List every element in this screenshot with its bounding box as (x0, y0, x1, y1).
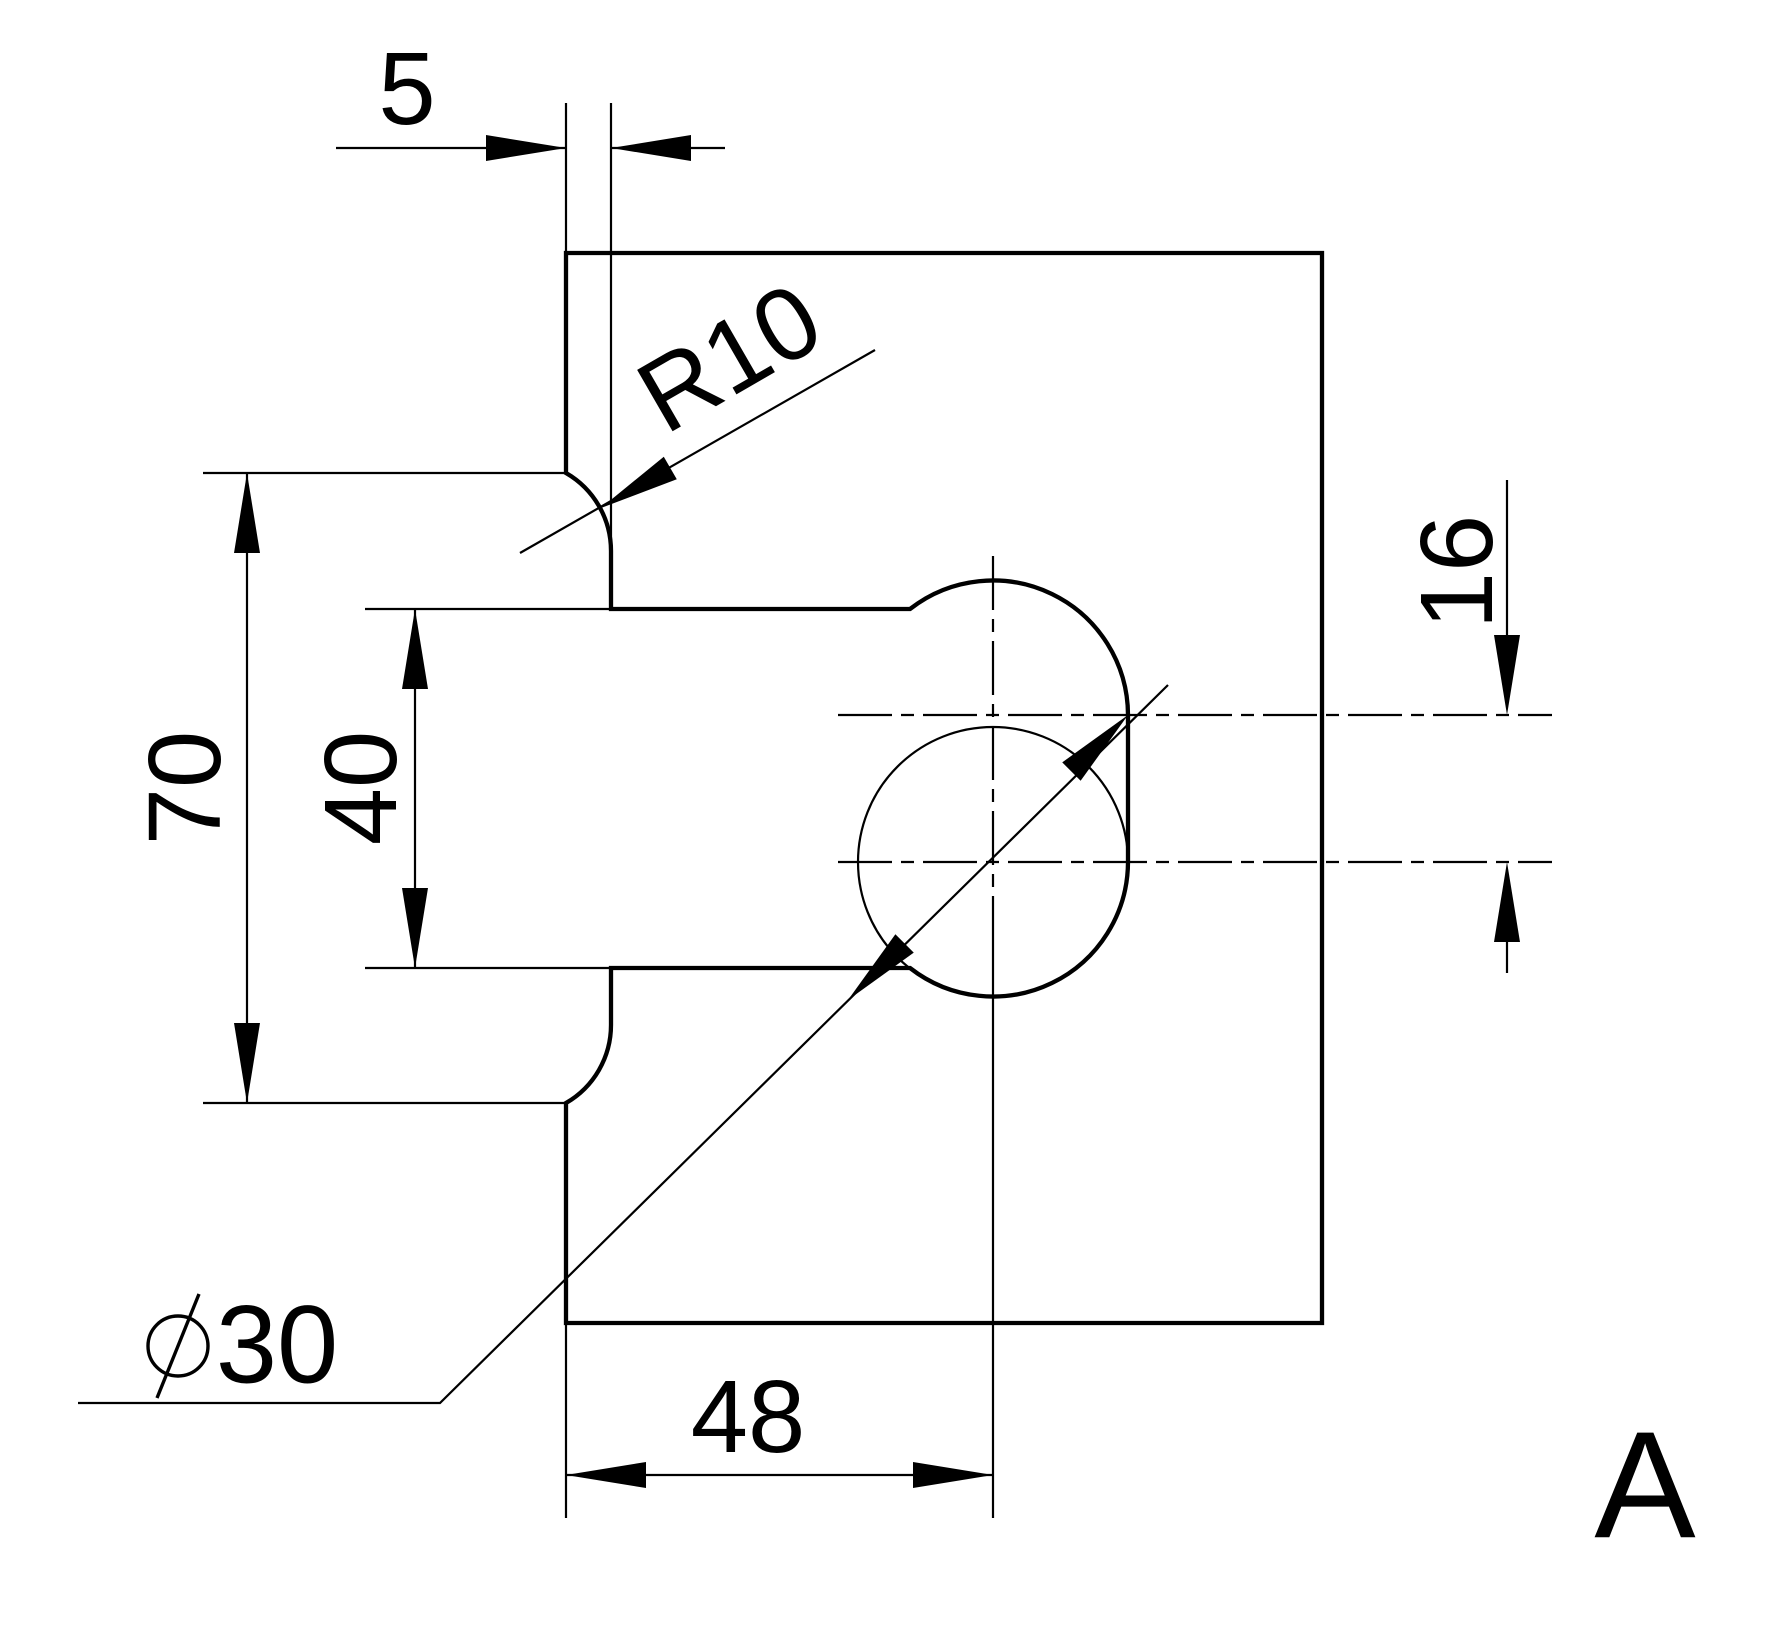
arrowhead-icon (1494, 862, 1520, 942)
dimension-label-r10: R10 (619, 260, 840, 454)
dimension-5: 5 (336, 31, 725, 551)
view-label: A (1594, 1400, 1696, 1570)
arrowhead-icon (234, 1023, 260, 1103)
dimension-48: 48 (564, 1323, 993, 1518)
arrowhead-icon (402, 888, 428, 968)
dimension-label-16: 16 (1399, 515, 1514, 630)
dimension-label-5: 5 (378, 31, 435, 146)
dimension-40: 40 (303, 607, 611, 970)
arrowhead-icon (402, 609, 428, 689)
arrowhead-icon (234, 473, 260, 553)
arrowhead-icon (611, 135, 691, 161)
arrowhead-icon (838, 934, 914, 1010)
dimension-70: 70 (127, 471, 566, 1105)
dimension-dia30: 30 (78, 684, 1169, 1407)
leader-line (519, 349, 876, 554)
dimension-label-dia30: 30 (216, 1284, 338, 1407)
arrowhead-icon (1494, 635, 1520, 715)
arrowhead-icon (913, 1462, 993, 1488)
dimension-label-70: 70 (127, 731, 242, 846)
arrowhead-icon (566, 1462, 646, 1488)
diameter-symbol-icon (146, 1293, 210, 1399)
dimension-label-40: 40 (303, 731, 418, 846)
dimension-r10: R10 (519, 260, 876, 554)
dimension-16: 16 (1399, 480, 1520, 973)
leader-line (78, 684, 1169, 1405)
arrowhead-icon (594, 456, 677, 520)
arrowhead-icon (486, 135, 566, 161)
dimension-label-48: 48 (691, 1359, 806, 1474)
centerlines (838, 556, 1552, 1518)
